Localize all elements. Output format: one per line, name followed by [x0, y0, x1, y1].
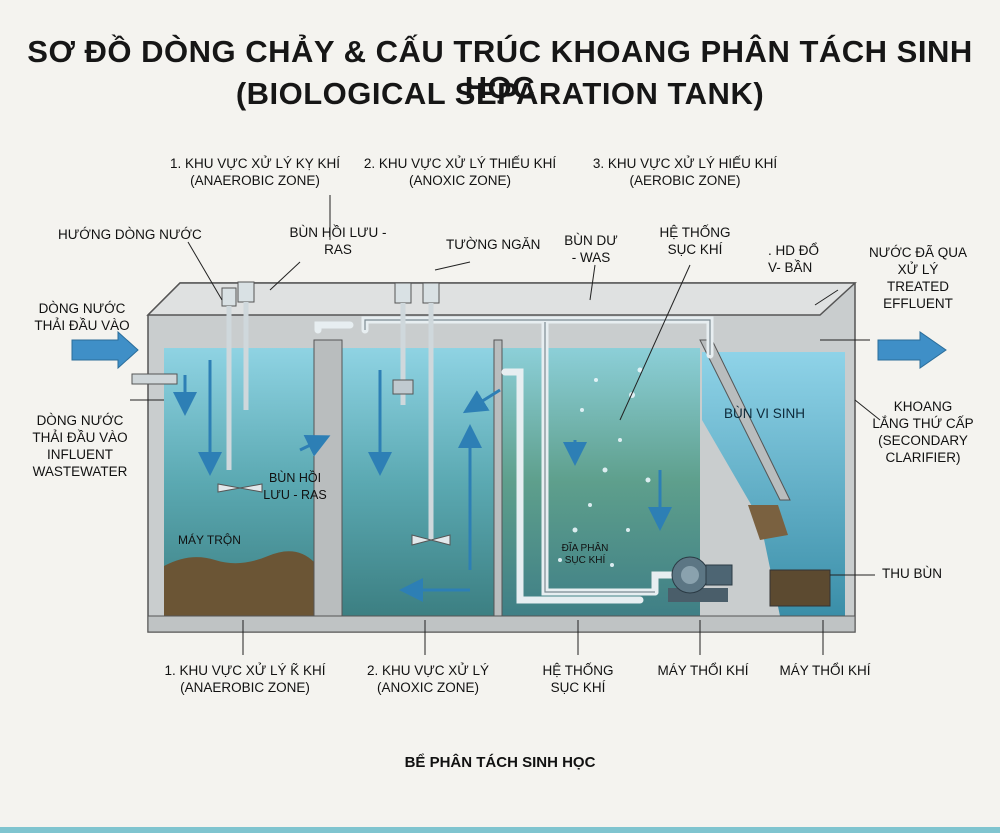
label-blower-2: MÁY THỔI KHÍ — [779, 663, 871, 678]
zone-label-anoxic-bottom: 2. KHU VỰC XỬ LÝ(ANOXIC ZONE) — [366, 663, 490, 695]
clarifier-sludge — [748, 505, 788, 540]
aeration-bubbles — [558, 367, 651, 567]
partition-wall-1 — [313, 339, 343, 617]
sludge-trough — [769, 569, 831, 607]
aerobic-zone — [500, 348, 700, 616]
tank-floor — [147, 615, 856, 633]
diagram-caption: BỂ PHÂN TÁCH SINH HỌC — [404, 754, 596, 771]
label-sludge-collection: THU BÙN — [882, 566, 942, 581]
label-was: BÙN DƯ- WAS — [564, 233, 618, 265]
page-subtitle: (BIOLOGICAL SEPARATION TANK) — [235, 76, 765, 111]
label-flow-direction: HƯỚNG DÒNG NƯỚC — [58, 227, 202, 242]
bottom-accent-bar — [0, 827, 1000, 833]
zone-label-aerobic-top: 3. KHU VỰC XỬ LÝ HIẾU KHÍ(AEROBIC ZONE) — [592, 156, 778, 188]
outlet-arrow — [877, 331, 947, 369]
zone-label-anoxic-top: 2. KHU VỰC XỬ LÝ THIẾU KHÍ(ANOXIC ZONE) — [363, 156, 557, 188]
label-mixer: MÁY TRỘN — [178, 533, 241, 547]
blower — [668, 556, 733, 602]
partition-wall-2 — [493, 339, 503, 617]
leader-lines — [130, 195, 881, 655]
flow-arrows — [173, 360, 672, 602]
label-microbial-sludge: BÙN VI SINH — [724, 406, 806, 421]
inlet-pipe — [131, 373, 178, 385]
page-title: SƠ ĐỒ DÒNG CHẢY & CẤU TRÚC KHOANG PHÂN T… — [27, 34, 973, 105]
inlet-arrow — [71, 330, 139, 370]
mixer-anoxic — [392, 282, 451, 546]
label-blower-1: MÁY THỔI KHÍ — [657, 663, 749, 678]
zone-label-anaerobic-top: 1. KHU VỰC XỬ LÝ KỴ KHÍ(ANAEROBIC ZONE) — [169, 156, 341, 188]
sludge-bed — [164, 551, 314, 616]
label-ras-top: BÙN HỒI LƯU -RAS — [289, 225, 387, 257]
label-partition-wall: TƯỜNG NGĂN — [446, 237, 541, 252]
mixer-anaerobic — [217, 281, 263, 493]
zone-label-anaerobic-bottom: 1. KHU VỰC XỬ LÝ K̃ KHÍ(ANAEROBIC ZONE) — [164, 663, 326, 695]
